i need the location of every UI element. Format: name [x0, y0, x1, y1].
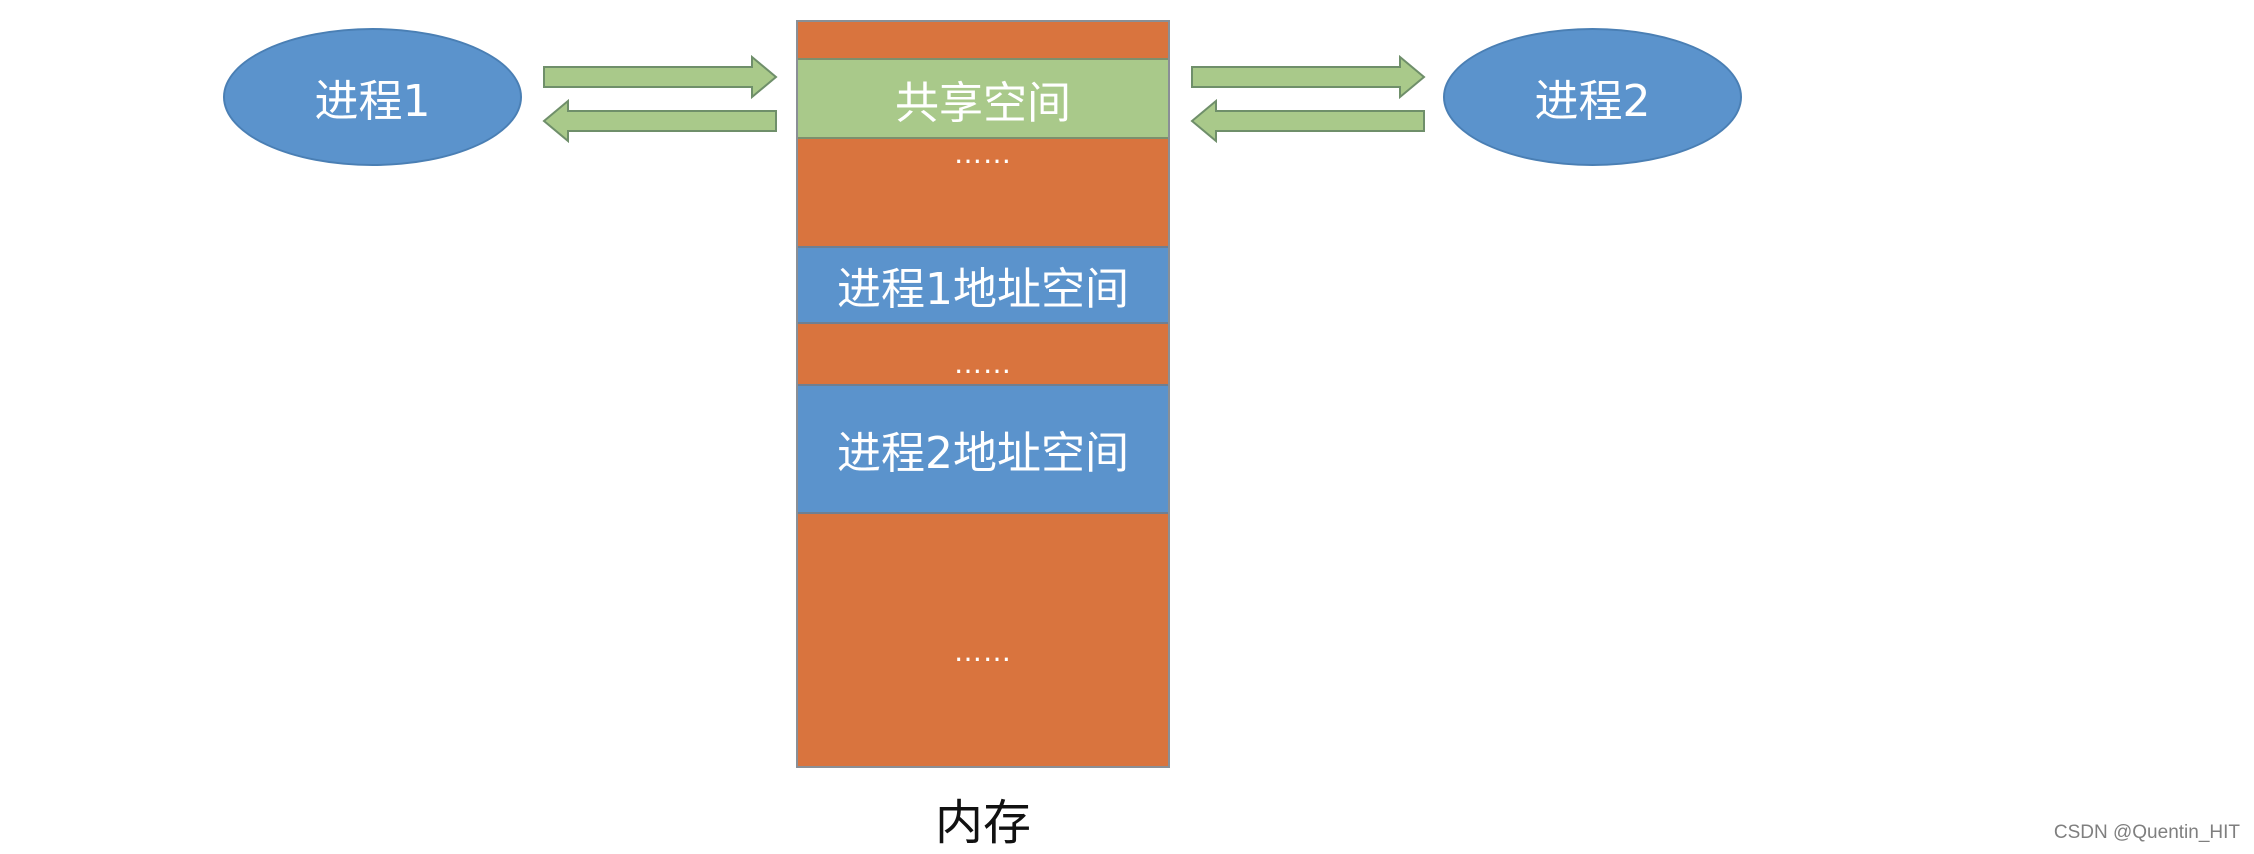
ellipsis-2: ……: [954, 347, 1012, 380]
shared-space-label: 共享空间: [895, 77, 1071, 129]
ellipsis-3: ……: [954, 635, 1012, 668]
process1-node: 进程1: [223, 28, 522, 166]
shared-space-segment: 共享空间: [798, 58, 1168, 139]
process2-node: 进程2: [1443, 28, 1742, 166]
arrow-left-icon: [542, 99, 777, 143]
process1-label: 进程1: [314, 76, 431, 127]
process1-space-label: 进程1地址空间: [837, 264, 1129, 315]
memory-label: 内存: [934, 795, 1031, 851]
arrow-left-icon: [1190, 99, 1425, 143]
watermark: CSDN @Quentin_HIT: [2053, 822, 2240, 843]
memory-segment-top: [798, 22, 1168, 58]
memory-block: 共享空间 …… 进程1地址空间 …… 进程2地址空间 ……: [796, 20, 1170, 768]
process1-space-segment: 进程1地址空间: [798, 246, 1168, 324]
process2-space-segment: 进程2地址空间: [798, 384, 1168, 514]
process2-space-label: 进程2地址空间: [837, 428, 1129, 479]
process2-label: 进程2: [1534, 76, 1651, 127]
arrow-right-icon: [543, 55, 778, 99]
arrow-right-icon: [1191, 55, 1426, 99]
ellipsis-1: ……: [954, 137, 1012, 170]
